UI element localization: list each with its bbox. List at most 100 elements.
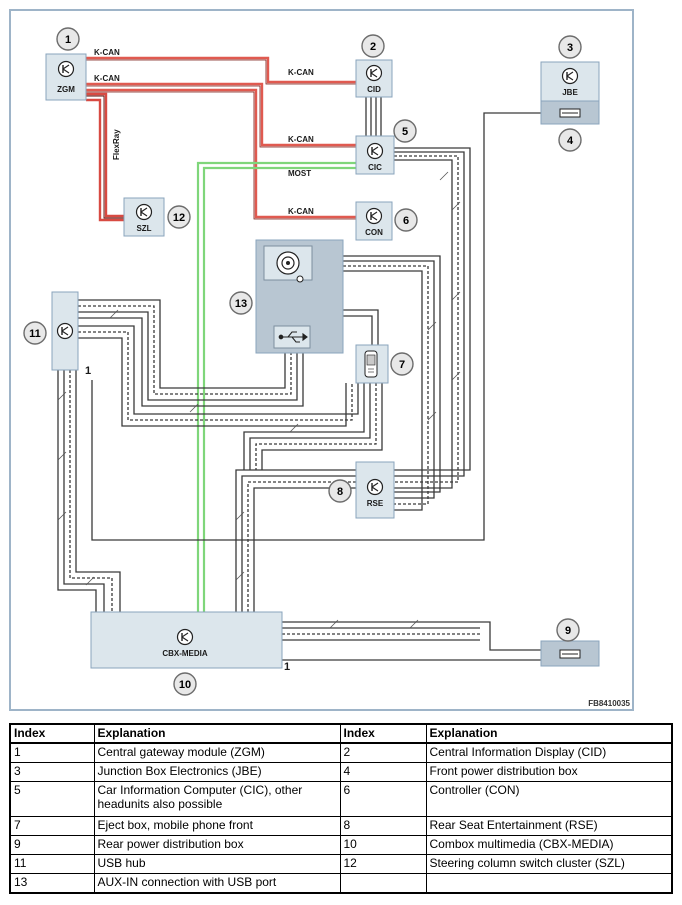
svg-text:2: 2	[370, 41, 376, 53]
callout-11: 11	[23, 321, 47, 345]
usb-hub-module: 1	[51, 291, 91, 377]
con-module: CON	[355, 201, 393, 241]
legend-index: 2	[339, 742, 427, 763]
svg-text:4: 4	[567, 135, 574, 147]
legend-explanation: Junction Box Electronics (JBE)	[93, 762, 341, 782]
szl-module: SZL	[123, 197, 165, 237]
most-bus-lines	[196, 161, 356, 612]
zgm-label: ZGM	[57, 85, 75, 94]
legend-index	[339, 873, 427, 894]
legend-explanation: Front power distribution box	[425, 762, 673, 782]
kcan-label-con: K-CAN	[288, 207, 314, 216]
jbe-label: JBE	[562, 88, 578, 97]
diagram-frame	[9, 9, 634, 711]
kcan-label-zgm-top: K-CAN	[94, 48, 120, 57]
legend-header-row: Index Explanation Index Explanation	[9, 723, 673, 744]
svg-text:10: 10	[179, 679, 191, 691]
con-label: CON	[365, 228, 383, 237]
callout-9: 9	[556, 618, 580, 642]
controller-icon	[561, 67, 579, 85]
legend-index: 3	[9, 762, 95, 782]
rse-module: RSE	[355, 461, 395, 519]
legend-row: 7 Eject box, mobile phone front 8 Rear S…	[9, 816, 673, 836]
legend-index: 9	[9, 835, 95, 855]
figure-id: FB8410035	[588, 699, 630, 708]
legend-table: Index Explanation Index Explanation 1 Ce…	[9, 723, 673, 894]
cic-label: CIC	[368, 163, 382, 172]
controller-icon	[176, 628, 194, 646]
svg-text:5: 5	[402, 126, 408, 138]
flexray-label: FlexRay	[112, 129, 121, 160]
legend-row: 13 AUX-IN connection with USB port	[9, 873, 673, 894]
kcan-label-cic: K-CAN	[288, 135, 314, 144]
callout-3: 3	[558, 35, 582, 59]
kcan-label-cid: K-CAN	[288, 68, 314, 77]
legend-index: 12	[339, 854, 427, 874]
usb-hub-pin-label: 1	[85, 365, 91, 377]
legend-index: 11	[9, 854, 95, 874]
cid-label: CID	[367, 85, 381, 94]
callout-13: 13	[229, 291, 253, 315]
legend-explanation: Rear Seat Entertainment (RSE)	[425, 816, 673, 836]
legend-index: 10	[339, 835, 427, 855]
legend-explanation: Central Information Display (CID)	[425, 742, 673, 763]
controller-icon	[135, 203, 153, 221]
legend-row: 3 Junction Box Electronics (JBE) 4 Front…	[9, 762, 673, 782]
callouts: 1 2 3 4 5 6 7 8 9 10 11 12 13	[23, 27, 582, 696]
controller-icon	[365, 64, 383, 82]
legend-explanation: Controller (CON)	[425, 781, 673, 817]
svg-text:12: 12	[173, 212, 185, 224]
svg-text:8: 8	[337, 486, 343, 498]
callout-7: 7	[390, 352, 414, 376]
callout-2: 2	[361, 34, 385, 58]
svg-text:11: 11	[29, 328, 41, 340]
legend-index: 8	[339, 816, 427, 836]
wiring-diagram: ZGM CID JBE CIC CON SZL	[9, 9, 634, 711]
legend-explanation: Central gateway module (ZGM)	[93, 742, 341, 763]
controller-icon	[366, 478, 384, 496]
controller-icon	[57, 60, 75, 78]
legend-index: 7	[9, 816, 95, 836]
legend-row: 9 Rear power distribution box 10 Combox …	[9, 835, 673, 855]
legend-index: 6	[339, 781, 427, 817]
eject-box-module	[355, 344, 389, 384]
rse-label: RSE	[367, 499, 384, 508]
cid-module: CID	[355, 59, 393, 98]
cbx-media-label: CBX-MEDIA	[162, 649, 208, 658]
callout-12: 12	[167, 205, 191, 229]
legend-header-explanation: Explanation	[93, 723, 341, 744]
legend-explanation: Combox multimedia (CBX-MEDIA)	[425, 835, 673, 855]
most-label: MOST	[288, 169, 311, 178]
legend-index: 13	[9, 873, 95, 894]
flexray-bus-lines	[86, 92, 124, 222]
legend-row: 11 USB hub 12 Steering column switch clu…	[9, 854, 673, 874]
jbe-module: JBE	[540, 61, 600, 125]
legend-explanation: Car Information Computer (CIC), other he…	[93, 781, 341, 817]
svg-text:9: 9	[565, 625, 571, 637]
legend-header-index: Index	[339, 723, 427, 744]
cable-tick-marks	[57, 171, 461, 629]
cbx-pin-label: 1	[284, 661, 290, 673]
kcan-bus-lines	[86, 56, 356, 220]
usb-icon	[278, 331, 308, 343]
controller-icon	[365, 207, 383, 225]
legend-explanation: Rear power distribution box	[93, 835, 341, 855]
legend-explanation: Eject box, mobile phone front	[93, 816, 341, 836]
legend-explanation: USB hub	[93, 854, 341, 874]
legend-explanation: Steering column switch cluster (SZL)	[425, 854, 673, 874]
legend-index: 1	[9, 742, 95, 763]
rear-power-distribution-box	[540, 640, 600, 667]
callout-5: 5	[393, 119, 417, 143]
svg-text:3: 3	[567, 42, 573, 54]
legend-header-explanation: Explanation	[425, 723, 673, 744]
legend-explanation: AUX-IN connection with USB port	[93, 873, 341, 894]
controller-icon	[366, 142, 384, 160]
callout-1: 1	[56, 27, 80, 51]
svg-text:13: 13	[235, 298, 247, 310]
callout-6: 6	[394, 208, 418, 232]
aux-in-usb-module	[255, 239, 344, 354]
svg-text:7: 7	[399, 359, 405, 371]
legend-index: 4	[339, 762, 427, 782]
cic-module: CIC	[355, 135, 395, 175]
legend-header-index: Index	[9, 723, 95, 744]
